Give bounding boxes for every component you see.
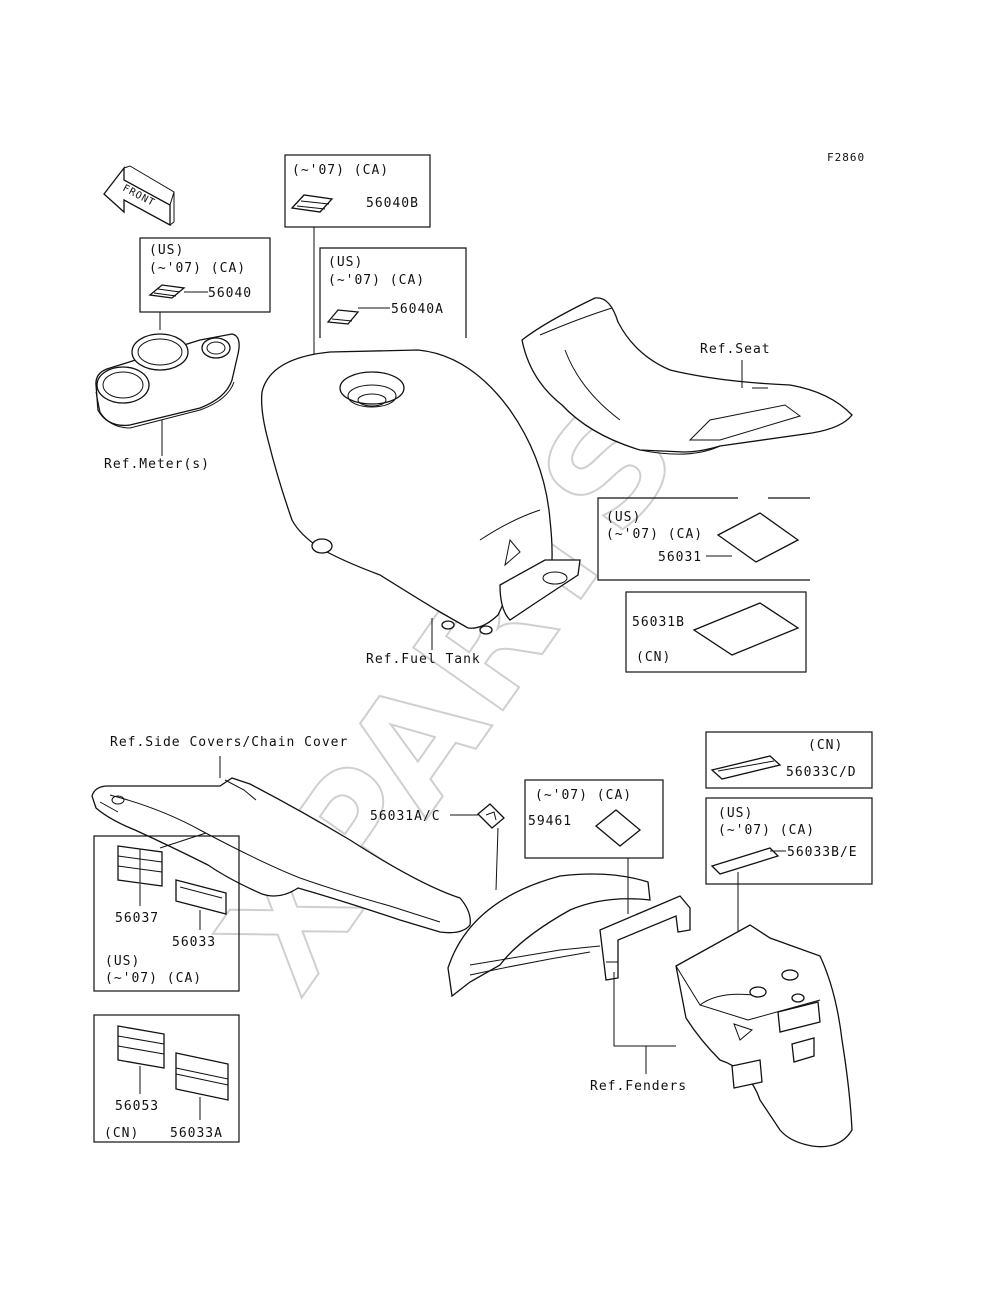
label-box-56040: (US) (~'07) (CA) 56040 [139, 237, 271, 313]
svg-text:(CN): (CN) [808, 738, 843, 753]
label-box-59461: (~'07) (CA) 59461 [524, 779, 664, 859]
decal-56033a-icon [175, 1052, 229, 1101]
label-box-56037: 56037 56033 (US) (~'07) (CA) [93, 832, 240, 992]
decal-56033-icon [175, 879, 227, 915]
svg-text:59461: 59461 [528, 814, 572, 829]
figure-code: F2860 [827, 151, 865, 164]
svg-text:56031: 56031 [658, 550, 702, 565]
decal-56033cd-icon [710, 755, 782, 780]
svg-text:(US): (US) [149, 243, 184, 258]
svg-text:56031B: 56031B [632, 615, 685, 630]
decal-56040a-icon [326, 309, 360, 325]
decal-56033be-icon [710, 847, 780, 875]
svg-text:(~'07) (CA): (~'07) (CA) [606, 527, 703, 542]
side-cover [91, 777, 471, 934]
svg-text:56033A: 56033A [170, 1126, 223, 1141]
svg-text:56053: 56053 [115, 1099, 159, 1114]
seat [521, 297, 853, 455]
fuel-tank [260, 349, 581, 635]
front-arrow-icon: FRONT [103, 165, 175, 227]
svg-text:56033B/E: 56033B/E [787, 845, 858, 860]
decal-56031-icon [716, 512, 800, 563]
svg-text:(US): (US) [105, 954, 140, 969]
svg-text:(~'07) (CA): (~'07) (CA) [535, 788, 632, 803]
svg-text:56040A: 56040A [391, 302, 444, 317]
rear-fender [447, 873, 691, 998]
ref-seat-label: Ref.Seat [700, 342, 771, 357]
decal-59461-icon [594, 809, 642, 847]
decal-56053-icon [117, 1025, 165, 1069]
meter-assembly [95, 333, 240, 429]
svg-text:56033: 56033 [172, 935, 216, 950]
ref-fenders-label: Ref.Fenders [590, 1079, 687, 1094]
label-box-56031b: 56031B (CN) [625, 591, 807, 673]
decal-56037-icon [117, 845, 163, 887]
label-box-56033be: (US) (~'07) (CA) 56033B/E [705, 797, 873, 885]
label-box-56053: 56053 (CN) 56033A [93, 1014, 240, 1143]
svg-text:56040: 56040 [208, 286, 252, 301]
ref-fuel-tank-label: Ref.Fuel Tank [366, 652, 481, 667]
label-box-56031: (US) (~'07) (CA) 56031 [597, 497, 810, 581]
decal-56031b-icon [692, 602, 800, 656]
label-box-56040a: (US) (~'07) (CA) 56040A [319, 247, 467, 338]
svg-text:(US): (US) [718, 806, 753, 821]
svg-text:56037: 56037 [115, 911, 159, 926]
decal-56040b-icon [290, 194, 334, 213]
ref-meter-label: Ref.Meter(s) [104, 457, 210, 472]
svg-text:(US): (US) [328, 255, 363, 270]
svg-text:(~'07) (CA): (~'07) (CA) [718, 823, 815, 838]
svg-text:(CN): (CN) [104, 1126, 139, 1141]
svg-text:56031A/C: 56031A/C [370, 809, 441, 824]
label-box-56040b: (~'07) (CA) 56040B [284, 154, 431, 228]
decal-56040-icon [148, 284, 186, 299]
svg-text:(CN): (CN) [636, 650, 671, 665]
svg-text:(~'07) (CA): (~'07) (CA) [105, 971, 202, 986]
label-box-56033cd: (CN) 56033C/D [705, 731, 873, 789]
svg-text:56033C/D: 56033C/D [786, 765, 857, 780]
svg-text:(US): (US) [606, 510, 641, 525]
decal-56031ac: 56031A/C [370, 803, 505, 891]
svg-text:(~'07) (CA): (~'07) (CA) [292, 163, 389, 178]
svg-text:56040B: 56040B [366, 196, 419, 211]
ref-side-covers-label: Ref.Side Covers/Chain Cover [110, 735, 348, 750]
svg-text:(~'07) (CA): (~'07) (CA) [328, 273, 425, 288]
rear-mudguard [675, 924, 853, 1148]
svg-text:(~'07) (CA): (~'07) (CA) [149, 261, 246, 276]
